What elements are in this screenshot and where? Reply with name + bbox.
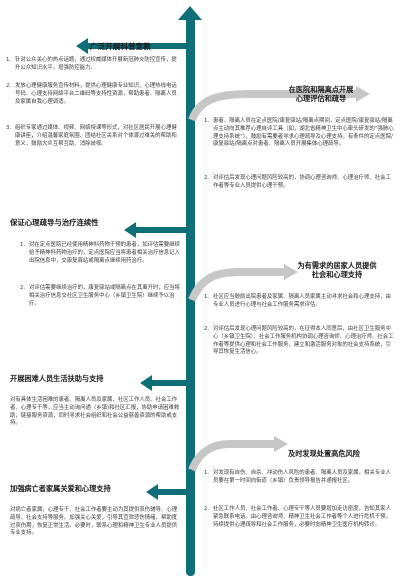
list-item: 1. 对在定点医院已经使用精神科药物干预的患者，如评估需要继续给予精神科药物治疗… — [20, 242, 180, 264]
list-item: 2. 对评估需要继续治疗的，康复驿站或隔离点在其离开时，应当将相关治疗信息交社区… — [20, 285, 180, 307]
section-title-science-education: 广泛开展科普宣教 — [90, 42, 151, 51]
branch-curve-right — [188, 436, 296, 472]
list-item: 2. 对评估后发现心理问题风险较高的，协调心理咨询师、心理治疗师、社会工作者等专… — [204, 175, 391, 189]
section-title-home-support: 为有需求的居家人员提供 社会和心理支持 — [297, 261, 377, 279]
branch-arrow-left — [76, 36, 196, 56]
list-item: 3. 组织专家通过媒体、视频、网络授课等形式，对社区居民开展心理健康讲座，介绍温… — [6, 125, 177, 147]
branch-curve-right — [188, 86, 370, 122]
branch-arrow-left — [6, 220, 192, 240]
list-item: 2. 发放心理健康服务宣传材料，提供心理健康专业知识、心理热线电话号码、心理支持… — [6, 83, 177, 105]
list-item: 2. 对评估后发现心理问题风险较高的，在征得本人同意后，由社区卫生服务中心（乡镇… — [204, 326, 394, 356]
list-item: 1. 对发现有自伤、自杀、冲动伤人风险的患者、隔离人员及家属，相关专业人员要在第… — [204, 470, 391, 484]
paragraph: 对病亡者家属，心理专干、社会工作者要主动为其提供哀伤辅导、心理疏导、社会支持等服… — [10, 507, 178, 537]
list-item: 1. 社区应当鼓励出院患者及家属、隔离人员家属主动寻求社会和心理支持，由专业人员… — [204, 294, 391, 308]
section-title-hospital-assessment: 在医院和隔离点开展 心理评估和疏导 — [288, 85, 354, 103]
section-title-continuity: 保证心理疏导与治疗连续性 — [10, 218, 99, 227]
branch-arrow-left — [6, 482, 192, 502]
section-title-bereaved-care: 加强病亡者家属关爱和心理支持 — [10, 484, 111, 493]
list-item: 2. 社区工作人员、社会工作者、心理专干等人员要增加走访密度，告知其家人紧急联系… — [204, 506, 391, 528]
section-title-livelihood-support: 开展困难人员生活扶助与支持 — [10, 374, 104, 383]
list-item: 1. 针对公众关心的热点话题，通过权威媒体开展新冠肺炎防控宣传，提升公众知识水平… — [6, 57, 177, 71]
section-title-high-risk: 及时发现处置高危风险 — [288, 449, 360, 458]
branch-arrow-left — [6, 373, 192, 393]
paragraph: 对有具体生活困难的患者、隔离人员及家属，社区工作人员、社会工作者、心理专干等，应… — [10, 397, 180, 427]
branch-curve-right — [188, 262, 310, 302]
list-item: 1. 患者、隔离人员在定点医院/康复驿站/隔离点期间，定点医院/康复驿站/隔离点… — [204, 118, 394, 148]
trunk-arrowhead — [178, 6, 202, 20]
